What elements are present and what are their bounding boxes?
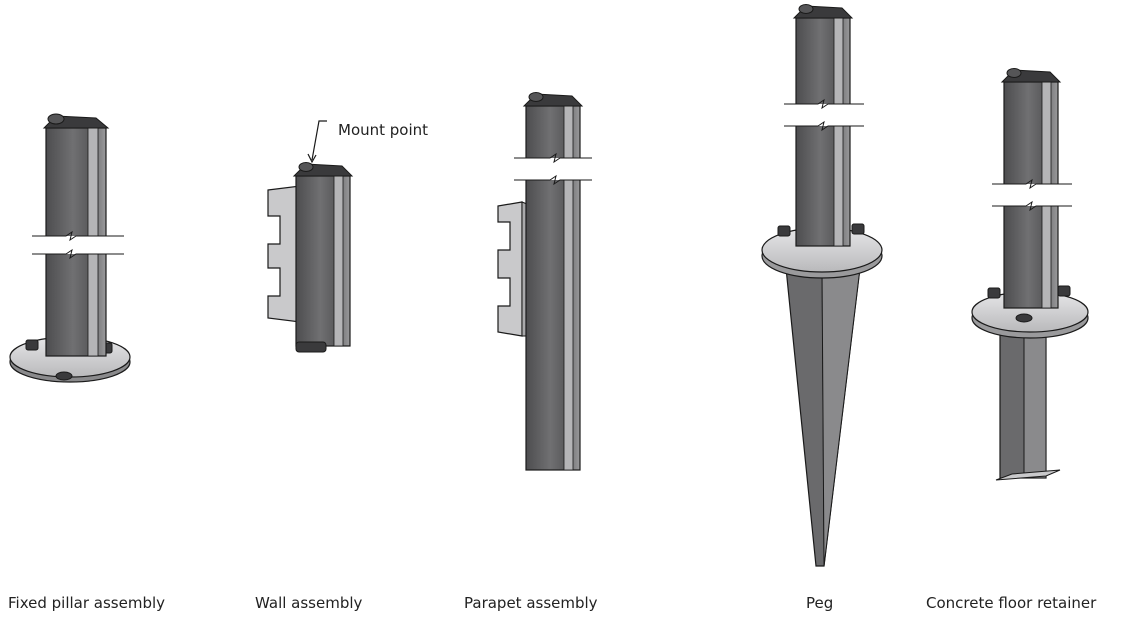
caption-parapet-assembly: Parapet assembly	[464, 594, 598, 612]
mount-point-label: Mount point	[338, 121, 429, 139]
caption-concrete-floor-retainer: Concrete floor retainer	[926, 594, 1097, 612]
wall-assembly	[267, 120, 354, 353]
caption-fixed-pillar-assembly: Fixed pillar assembly	[8, 594, 166, 612]
caption-wall-assembly: Wall assembly	[255, 594, 363, 612]
fixed-pillar-assembly	[9, 113, 131, 383]
mount-point-leader	[311, 120, 327, 161]
concrete-floor-retainer-assembly	[971, 68, 1089, 481]
caption-peg: Peg	[806, 594, 834, 612]
parapet-assembly	[497, 92, 592, 471]
peg-assembly	[761, 4, 883, 567]
